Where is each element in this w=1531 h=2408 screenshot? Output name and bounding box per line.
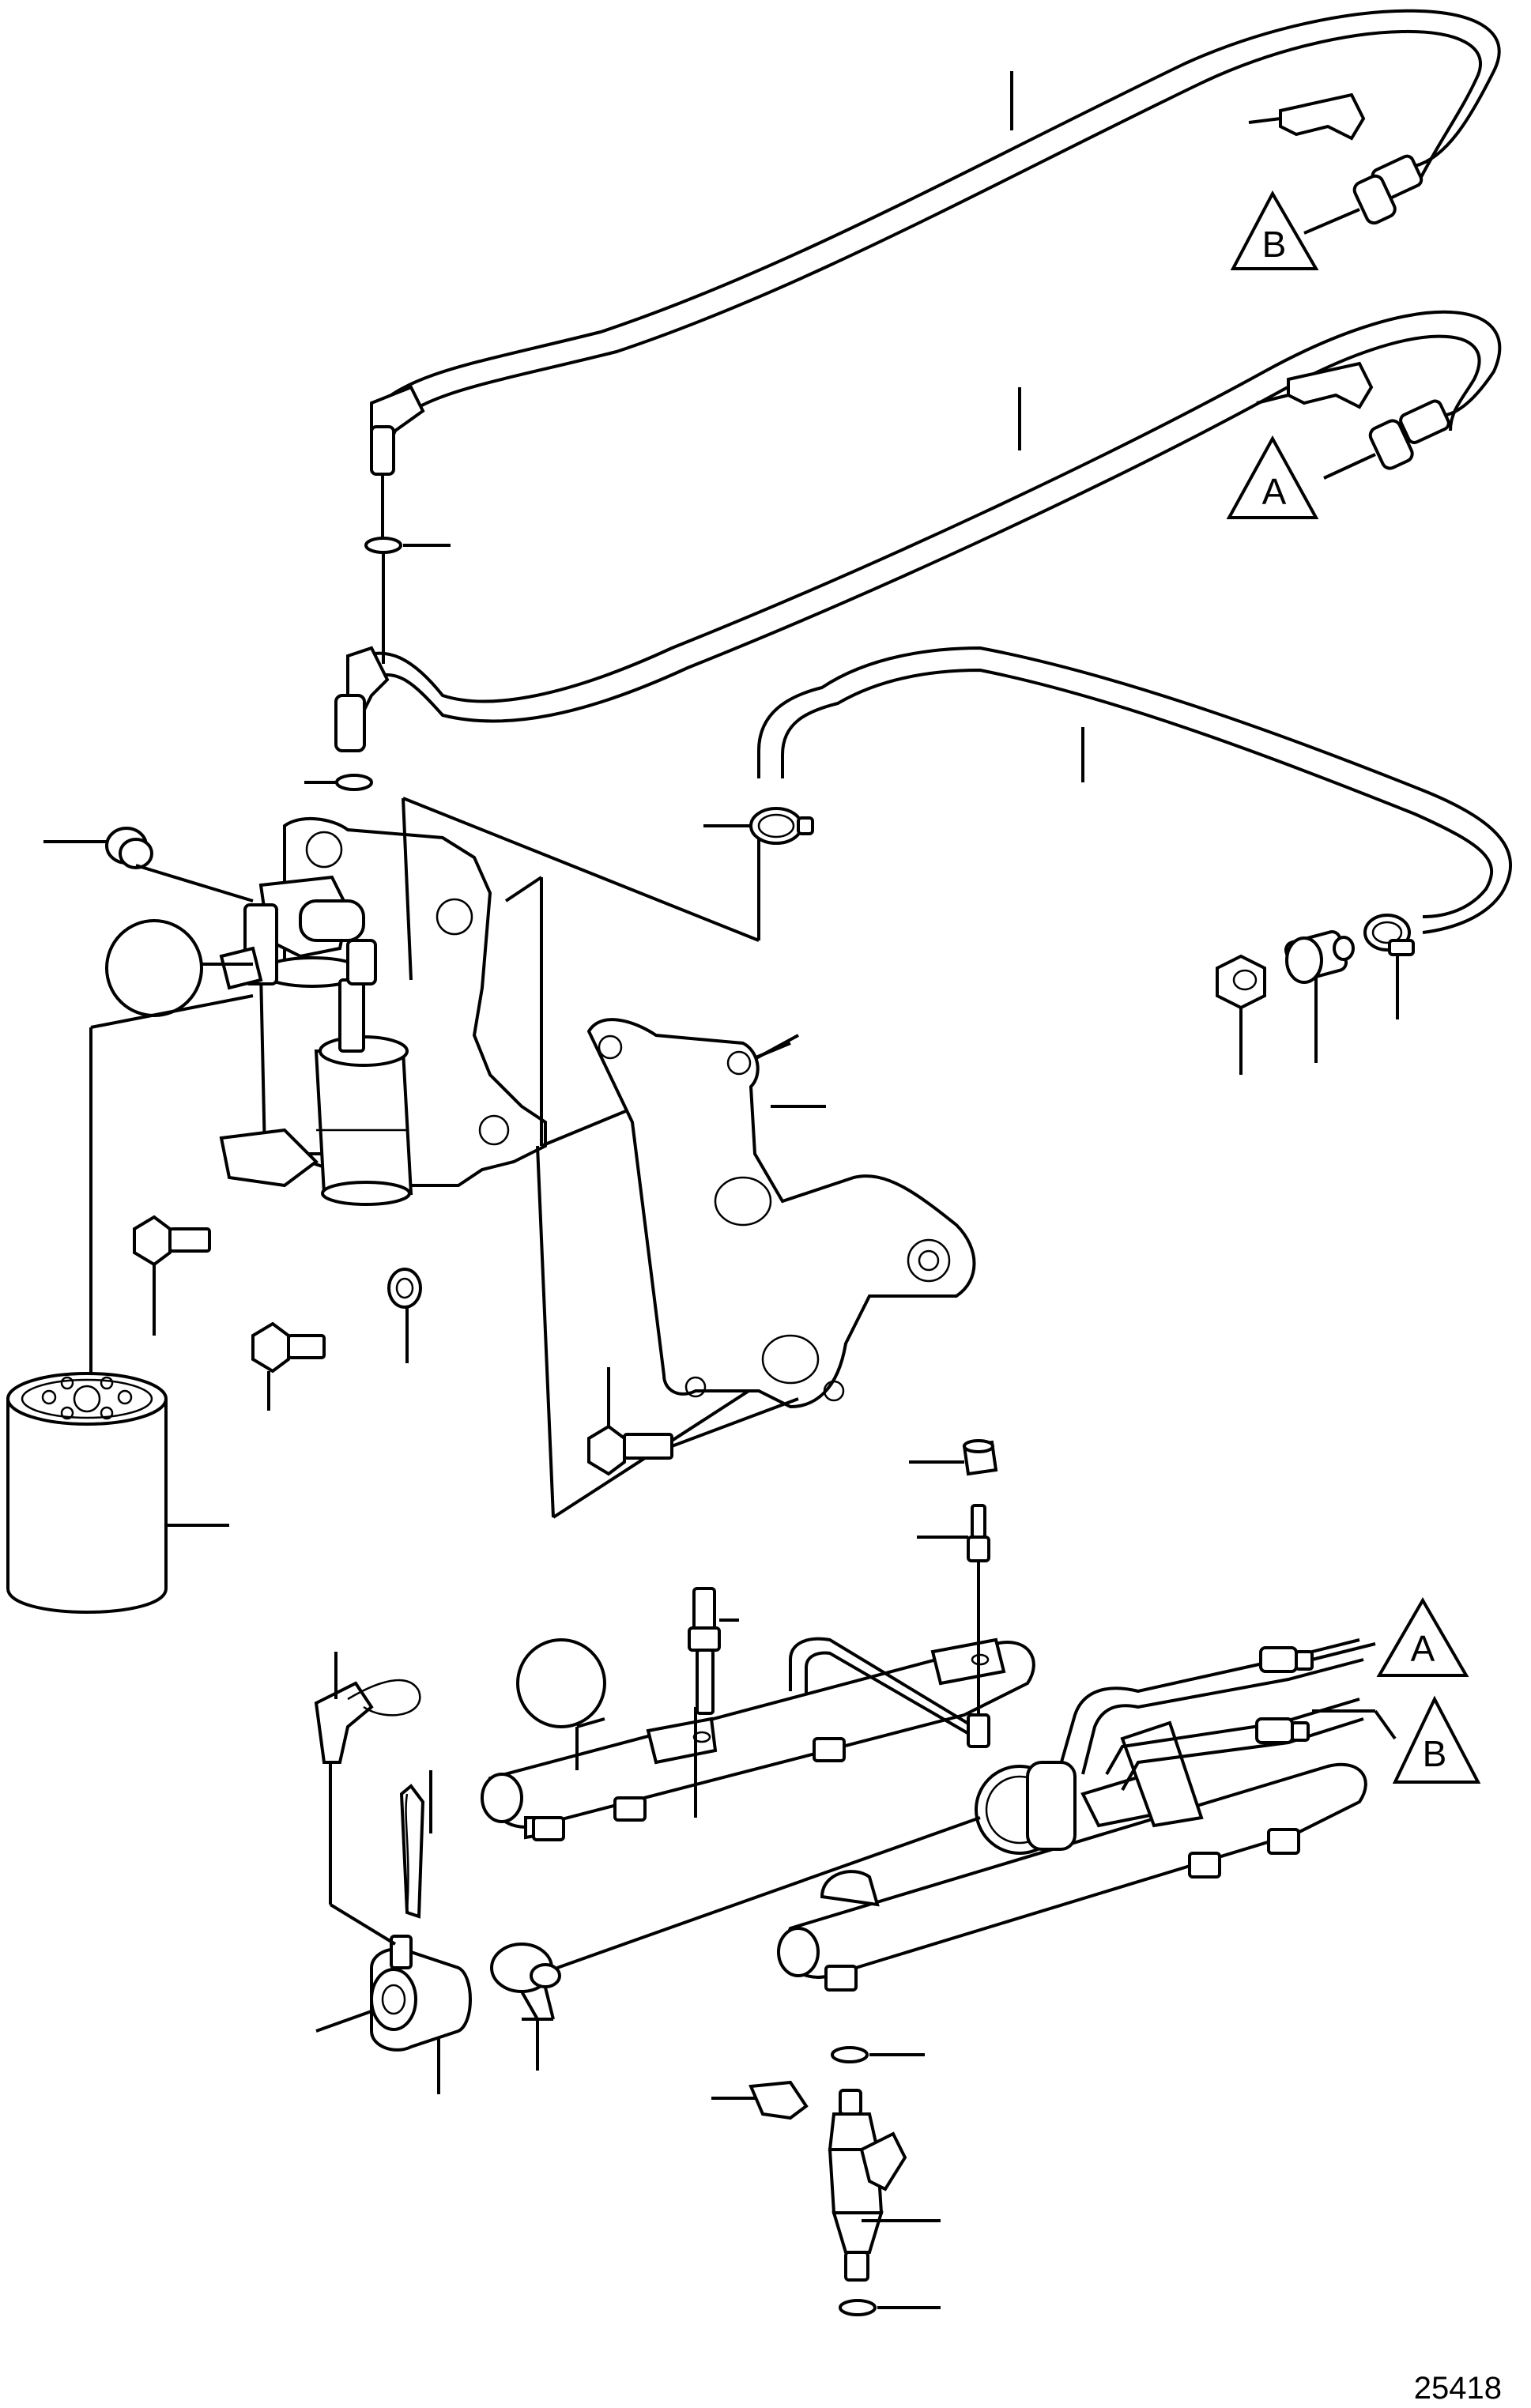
marker-b-upper: B	[1230, 190, 1319, 270]
rail-end-fittings	[1255, 1642, 1397, 1744]
middle-hose-end-fitting	[1323, 399, 1450, 480]
drawing-number: 25418	[1414, 2371, 1502, 2406]
marker-label: B	[1423, 1733, 1447, 1774]
schrader-valve	[917, 1504, 990, 1748]
rail-regulator-ring	[975, 1761, 1077, 1855]
middle-fuel-hose	[363, 310, 1502, 723]
fuel-pump-module	[43, 816, 547, 1411]
marker-label: B	[1262, 224, 1287, 265]
return-fitting	[1284, 930, 1355, 1063]
upper-hose-clip	[1248, 92, 1366, 141]
fuel-pressure-regulator	[315, 1903, 472, 2094]
injector-lower-o-ring	[839, 2299, 941, 2316]
upper-hose-left-fitting	[364, 385, 451, 664]
fuel-filter-canister	[6, 1372, 229, 1614]
fuel-injector	[828, 2089, 941, 2282]
marker-a-upper: A	[1226, 435, 1319, 519]
rail-stud	[688, 1587, 739, 1818]
callout-circle-rail	[516, 1638, 606, 1770]
marker-label: A	[1411, 1628, 1435, 1669]
middle-hose-clip	[1256, 361, 1374, 409]
vacuum-hose-connector	[314, 1652, 421, 1905]
fuel-rail-crossover	[1058, 1638, 1364, 1791]
marker-a-lower: A	[1376, 1597, 1469, 1677]
injector-clip	[711, 2080, 809, 2120]
injector-upper-o-ring	[831, 2046, 925, 2063]
mounting-bracket	[586, 1018, 976, 1409]
middle-hose-left-fitting	[304, 646, 390, 791]
marker-b-lower: B	[1392, 1695, 1481, 1784]
fuel-rail-upper	[481, 1637, 1035, 1841]
bracket-bolt	[587, 1367, 799, 1476]
return-hose-clamp-lower	[1363, 914, 1415, 1019]
upper-fuel-hose	[370, 9, 1501, 428]
return-hose	[757, 646, 1513, 934]
fuel-rail-lower	[777, 1720, 1367, 1992]
upper-hose-end-fitting	[1303, 154, 1424, 235]
vacuum-hose	[399, 1770, 432, 1919]
return-plug	[1216, 954, 1266, 1075]
regulator-o-rings	[490, 1816, 981, 2071]
schrader-cap	[909, 1439, 998, 1476]
marker-label: A	[1262, 471, 1287, 512]
return-hose-clamp-upper	[703, 807, 814, 845]
